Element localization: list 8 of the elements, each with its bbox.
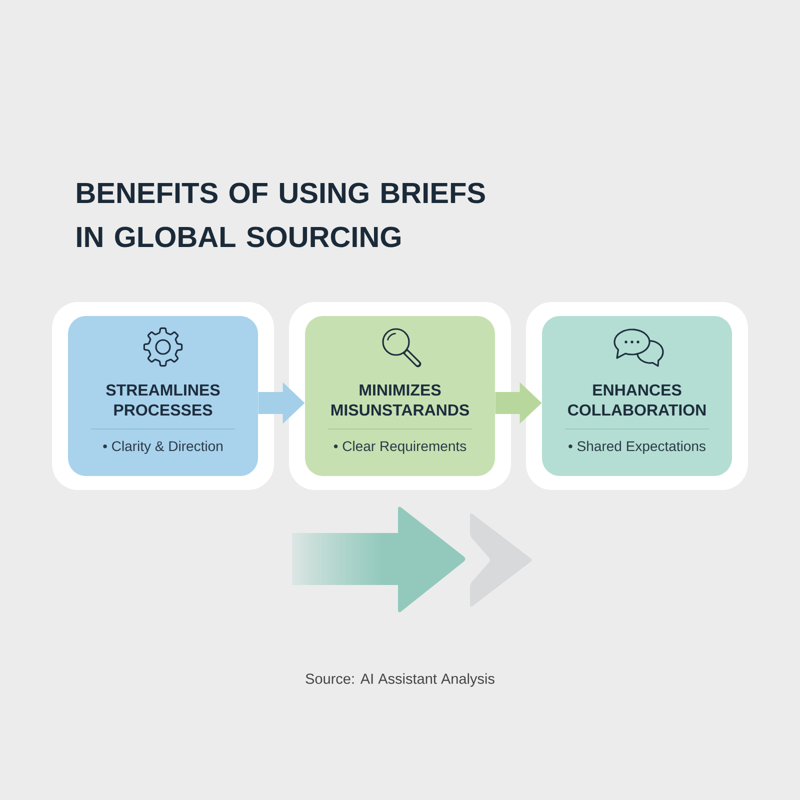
caption: Source: AI Assistant Analysis xyxy=(306,673,494,687)
box-heading: ENHANCES COLLABORATION xyxy=(568,384,706,416)
title: BENEFITS OF USING BRIEFS IN GLOBAL SOURCING xyxy=(77,182,485,248)
bullet-item: • Clear Requirements xyxy=(334,440,466,454)
box-heading: MINIMIZES MISUNSTARANDS xyxy=(331,384,469,416)
bullet-item: • Shared Expectations xyxy=(568,440,706,454)
bullet-item: • Clarity & Direction xyxy=(103,440,222,454)
box-heading: STREAMLINES PROCESSES xyxy=(106,384,220,416)
